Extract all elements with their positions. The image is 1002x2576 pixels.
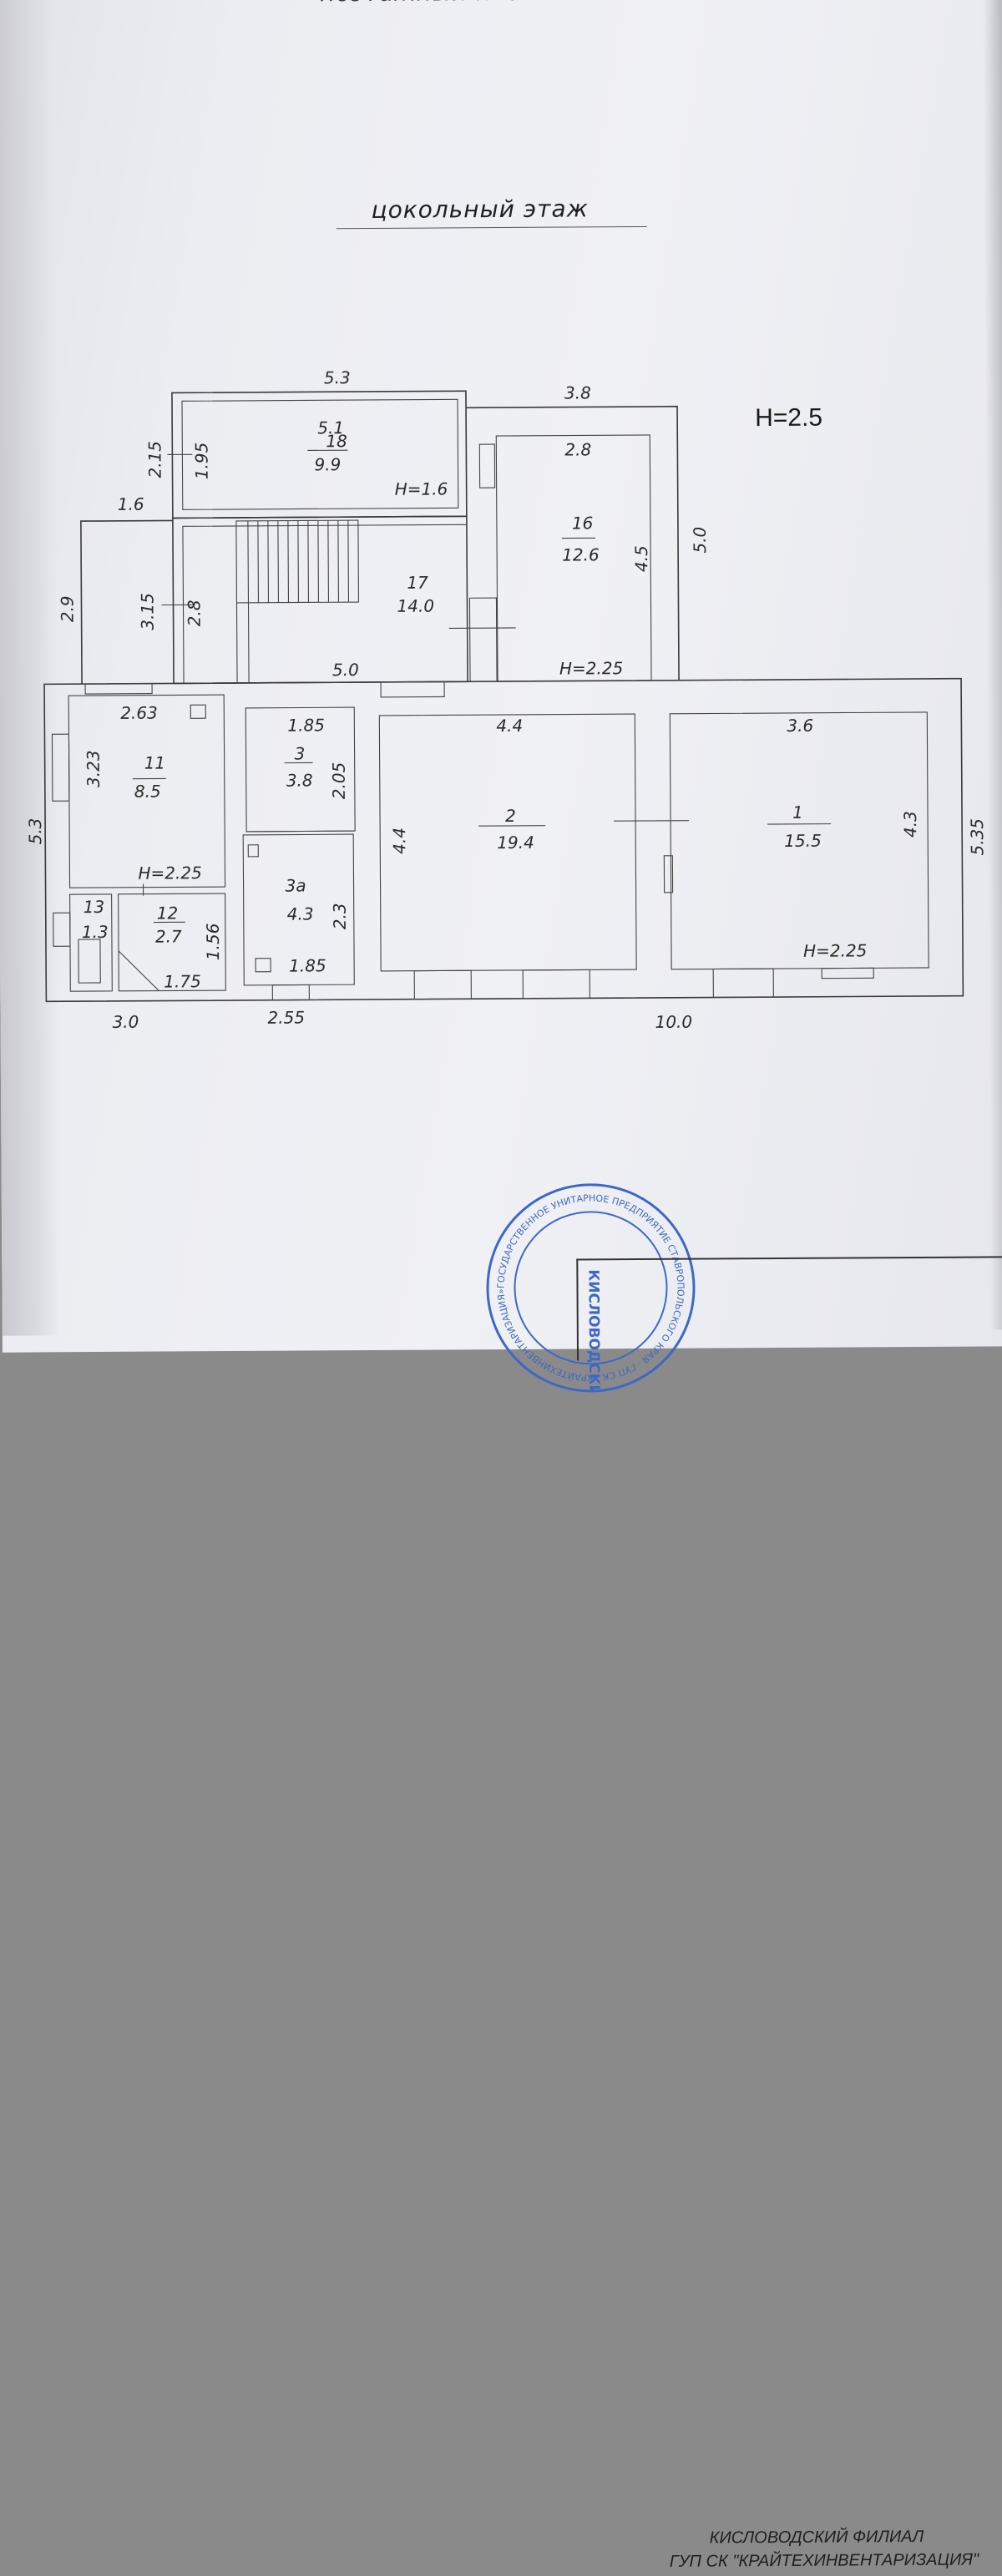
room-3-depth: 2.05 bbox=[329, 762, 349, 800]
window-13 bbox=[53, 913, 70, 946]
room-13-area: 1.3 bbox=[82, 922, 109, 942]
dim-top-16: 3.8 bbox=[564, 382, 591, 402]
room-11-depth: 3.23 bbox=[84, 750, 104, 787]
window-2b bbox=[523, 969, 590, 998]
room-18-height: H=1.6 bbox=[395, 478, 448, 498]
window-1a bbox=[713, 969, 773, 997]
dim-right-main: 5.35 bbox=[967, 818, 987, 856]
room-3-width: 1.85 bbox=[287, 715, 325, 735]
room-2-depth: 4.4 bbox=[389, 827, 409, 854]
room-12-width: 1.75 bbox=[164, 971, 201, 991]
room-3a-depth: 2.3 bbox=[330, 903, 350, 929]
outer-walls bbox=[43, 388, 963, 1002]
room-2-area: 19.4 bbox=[497, 833, 534, 853]
dim-left-18-inner: 1.95 bbox=[191, 443, 211, 480]
dim-bottom-main: 10.0 bbox=[655, 1012, 692, 1032]
room-1-area: 15.5 bbox=[784, 831, 822, 851]
room-3a-id: 3a bbox=[285, 875, 306, 895]
room-3a-area: 4.3 bbox=[287, 903, 314, 924]
room-18-area: 9.9 bbox=[314, 454, 341, 474]
room-1-height: H=2.25 bbox=[803, 940, 867, 960]
room-11-id: 11 bbox=[144, 752, 166, 772]
dim-bottom-mid: 2.55 bbox=[267, 1007, 305, 1027]
room-13-id: 13 bbox=[84, 897, 105, 917]
room-1-width: 3.6 bbox=[787, 716, 813, 736]
window-18 bbox=[479, 444, 494, 488]
floor-plan: 5.1 18 18 9.9 H=1.6 2.8 16 12.6 4.5 H=2.… bbox=[0, 0, 1002, 1336]
room-12-area: 2.7 bbox=[155, 926, 182, 946]
room-12-id: 12 bbox=[157, 903, 179, 923]
staircase bbox=[236, 520, 359, 683]
room-12-depth: 1.56 bbox=[203, 924, 223, 961]
room-1-id: 1 bbox=[792, 802, 803, 822]
door-2-1 bbox=[614, 821, 689, 822]
dim-stair-side: 2.8 bbox=[184, 600, 204, 626]
room-16-height: H=2.25 bbox=[559, 658, 623, 678]
room-2-width: 4.4 bbox=[496, 716, 523, 736]
room-labels: 5.1 18 18 9.9 H=1.6 2.8 16 12.6 4.5 H=2.… bbox=[78, 414, 921, 992]
dim-left-18-outer: 2.15 bbox=[144, 441, 164, 478]
vent-3a-top bbox=[248, 845, 258, 857]
dimension-ticks bbox=[130, 448, 831, 923]
window-1b bbox=[822, 968, 873, 978]
room-2-id: 2 bbox=[505, 806, 516, 826]
dim-bottom-left: 3.0 bbox=[112, 1012, 139, 1032]
room-3a-width: 1.85 bbox=[289, 955, 326, 975]
room-17-width: 5.0 bbox=[332, 660, 359, 680]
dim-right-16: 5.0 bbox=[690, 527, 710, 554]
room-16-area: 12.6 bbox=[562, 544, 600, 564]
title-block-frame: КИСЛОВОДСКИЙ ФИЛИАЛ ГУП СК "КРАЙТЕХИНВЕН… bbox=[576, 1256, 1002, 1360]
room-1-depth: 4.3 bbox=[900, 811, 920, 838]
room-3-area: 3.8 bbox=[286, 770, 313, 790]
room-3-id: 3 bbox=[295, 743, 306, 763]
window-3a bbox=[272, 984, 309, 1000]
dim-porch-width: 1.6 bbox=[118, 494, 144, 514]
room-16-width: 2.8 bbox=[564, 439, 591, 459]
vent-11 bbox=[190, 705, 205, 718]
window-2a bbox=[414, 970, 471, 999]
door-porch bbox=[85, 684, 152, 694]
dim-top-18: 5.3 bbox=[324, 367, 351, 387]
title-block-line2: ГУП СК "КРАЙТЕХИНВЕНТАРИЗАЦИЯ" bbox=[670, 2551, 979, 2572]
paper-sheet: поэтажный план цокольный этаж H=2.5 bbox=[0, 0, 1002, 1353]
window-top-2 bbox=[381, 681, 444, 696]
door-jamb-17 bbox=[469, 598, 497, 681]
stair-mark-12 bbox=[119, 951, 159, 991]
dim-porch-outer: 2.9 bbox=[57, 595, 77, 622]
room-11-height: H=2.25 bbox=[138, 863, 201, 883]
stair-block bbox=[236, 520, 359, 603]
room-11-width: 2.63 bbox=[120, 703, 158, 723]
room-11-area: 8.5 bbox=[134, 782, 161, 802]
wall-porch bbox=[81, 520, 174, 684]
dim-porch-inner: 3.15 bbox=[137, 593, 157, 630]
room-17-id: 17 bbox=[407, 573, 428, 593]
title-block-line1: КИСЛОВОДСКИЙ ФИЛИАЛ bbox=[710, 2528, 924, 2548]
vent-3a bbox=[256, 959, 271, 972]
room-18-id: 18 bbox=[326, 431, 347, 451]
window-11 bbox=[52, 734, 68, 801]
bath-13 bbox=[78, 939, 100, 983]
dim-left-lower: 5.3 bbox=[25, 818, 45, 845]
room-16-depth: 4.5 bbox=[631, 545, 651, 572]
room-17-area: 14.0 bbox=[397, 596, 434, 616]
room-16-id: 16 bbox=[572, 513, 594, 533]
